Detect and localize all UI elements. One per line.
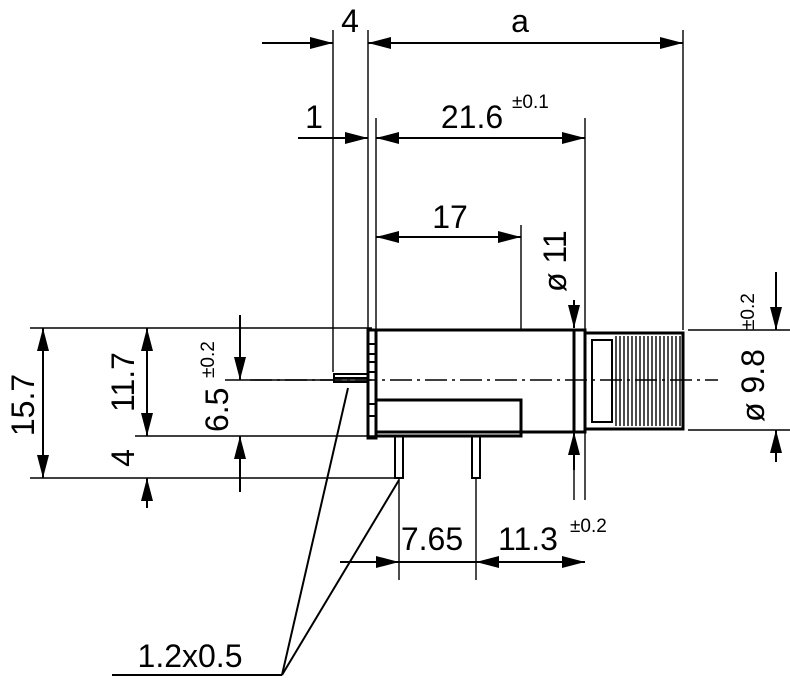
connector-body xyxy=(333,328,587,479)
label-sleeve-length: 17 xyxy=(432,199,468,235)
label-pin-spacing: 7.65 xyxy=(401,521,463,557)
label-height-total: 15.7 xyxy=(5,374,41,436)
label-body-length-tol: ±0.1 xyxy=(512,92,549,113)
label-axis-height: 6.5 xyxy=(199,388,235,432)
label-knob-diameter: ø 9.8 xyxy=(735,349,771,422)
label-body-diameter: ø 11 xyxy=(537,230,573,292)
label-height-pins: 4 xyxy=(105,449,141,467)
label-body-length: 21.6 xyxy=(441,99,503,135)
label-overall-length: a xyxy=(511,3,529,39)
label-axis-height-tol: ±0.2 xyxy=(198,341,219,378)
label-pin-section: 1.2x0.5 xyxy=(138,638,243,674)
knurled-knob xyxy=(583,331,685,431)
label-knob-diameter-tol: ±0.2 xyxy=(738,293,759,330)
dimension-labels: 4 a 1 21.6 ±0.1 17 ø 11 15.7 11.7 4 6.5 … xyxy=(5,3,771,674)
label-pin-offset-tol: ±0.2 xyxy=(570,516,607,537)
label-height-body: 11.7 xyxy=(105,352,141,412)
dimension-lines xyxy=(37,37,782,568)
label-flange: 1 xyxy=(305,99,323,135)
label-pin-width: 4 xyxy=(341,3,359,39)
label-pin-offset: 11.3 xyxy=(498,521,558,557)
leader-lines xyxy=(112,387,400,676)
